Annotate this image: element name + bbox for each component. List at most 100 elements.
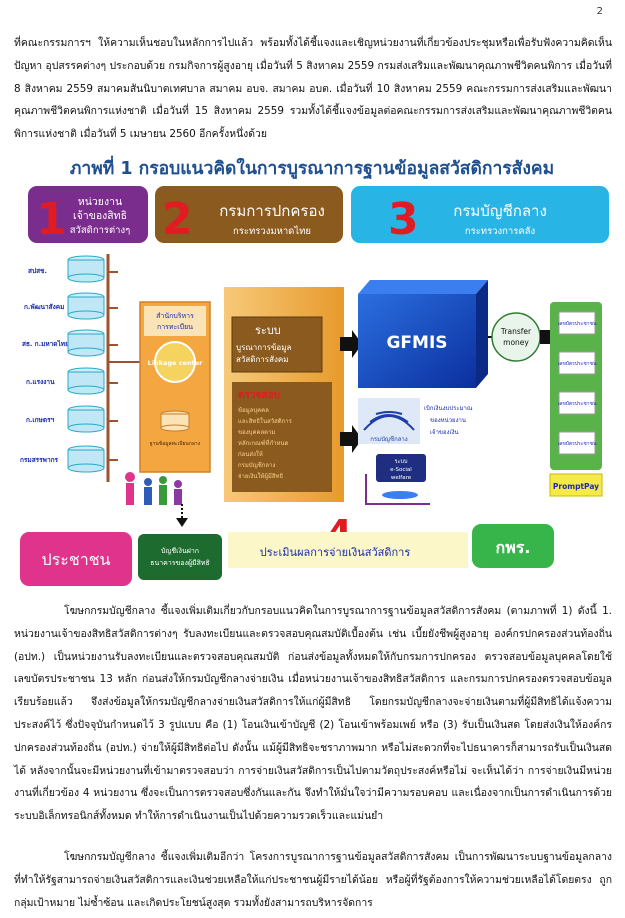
bus-connectors	[108, 271, 140, 461]
agency-nhso: สปสช.	[28, 267, 47, 275]
gfmis-cube-side	[476, 280, 488, 388]
check-line: ก่อนส่งให้	[238, 450, 263, 458]
kpr-box	[472, 524, 554, 568]
box1-agency	[28, 186, 148, 243]
agency-revenue: กรมสรรพากร	[20, 456, 59, 464]
eswelfare-line1: ระบบ	[395, 459, 408, 465]
seal-text: กรมบัญชีกลาง	[370, 435, 407, 443]
db-1	[67, 255, 105, 283]
account-card	[558, 431, 596, 455]
check-line: กรมบัญชีกลาง	[238, 461, 275, 469]
account-cards: เลขบัตรประชาชน เลขบัตรประชาชน เลขบัตรประ…	[558, 311, 597, 455]
db-4	[67, 367, 105, 395]
system-box	[231, 316, 323, 373]
check-title: ตรวจสอบ	[238, 390, 280, 401]
check-line: ของบุคคลตาม	[238, 429, 275, 436]
agency-databases	[67, 255, 105, 473]
paragraph-project: โฆษกกรมบัญชีกลาง ชี้แจงเพิ่มเติมอีกว่า โ…	[14, 851, 612, 909]
box1-line1: หน่วยงาน	[78, 196, 122, 208]
agency-social: ก.พัฒนาสังคม	[24, 303, 64, 311]
transfer-line2: money	[503, 338, 529, 347]
agency-health: สธ. ก.มหาดไทย	[22, 339, 69, 348]
account-card	[558, 351, 596, 375]
cash-note-1: ของหน่วยงาน	[430, 417, 466, 424]
evaluate-box	[228, 532, 468, 568]
figure-title: ภาพที่ 1 กรอบแนวคิดในการบูรณาการฐานข้อมู…	[70, 155, 554, 180]
account-card-label: เลขบัตรประชาชน	[558, 321, 597, 327]
box2-line1: กรมการปกครอง	[219, 202, 325, 220]
gfmis-label: GFMIS	[386, 333, 447, 353]
system-line2: บูรณาการข้อมูล	[236, 343, 291, 353]
db-2	[67, 292, 105, 320]
arrow-to-seal	[340, 425, 362, 453]
agency-agri: ก.เกษตรฯ	[26, 416, 55, 424]
bank-box	[138, 534, 222, 580]
box1-number: 1	[36, 194, 67, 245]
system-line1: ระบบ	[255, 324, 281, 337]
check-line: ข้อมูลบุคคล	[238, 407, 269, 414]
registry-db-icon	[160, 410, 190, 432]
box3-line1: กรมบัญชีกลาง	[453, 202, 547, 220]
box1-line3: สวัสดิการต่างๆ	[70, 225, 131, 236]
figure-canvas: ภาพที่ 1 กรอบแนวคิดในการบูรณาการฐานข้อมู…	[20, 155, 609, 586]
linkage-circle	[154, 341, 196, 383]
agency-labor: ก.แรงงาน	[26, 378, 55, 386]
people-icon	[125, 472, 182, 505]
registry-line2: การทะเบียน	[157, 323, 193, 331]
db-6	[67, 445, 105, 473]
eswelfare-line2: e-Social	[390, 467, 412, 473]
eswelfare-db-icon	[382, 491, 418, 499]
box3-line2: กระทรวงการคลัง	[465, 226, 535, 237]
transfer-line1: Transfer	[500, 327, 532, 336]
dotted-arrow-head	[176, 518, 188, 527]
paragraph-intro: ที่คณะกรรมการฯ ให้ความเห็นชอบในหลักการไป…	[14, 37, 612, 141]
agency-list: สปสช. ก.พัฒนาสังคม สธ. ก.มหาดไทย ก.แรงงา…	[20, 267, 69, 464]
account-card-label: เลขบัตรประชาชน	[558, 401, 597, 407]
page-number: 2	[596, 6, 603, 17]
registry-line1: สำนักบริหาร	[156, 312, 194, 320]
accounts-column	[550, 302, 602, 470]
arrow-to-gfmis	[340, 330, 362, 358]
seal-box	[358, 398, 420, 444]
transfer-circle	[491, 312, 541, 362]
linkage-label: Linkage center	[148, 359, 203, 367]
box3-cgd	[351, 186, 609, 243]
framework-figure: ภาพที่ 1 กรอบแนวคิดในการบูรณาการฐานข้อมู…	[10, 152, 615, 592]
db-3	[67, 329, 105, 357]
check-lines: ข้อมูลบุคคล และสิทธิในสวัสดิการ ของบุคคล…	[238, 407, 293, 480]
account-card	[558, 391, 596, 415]
check-line: และสิทธิในสวัสดิการ	[238, 417, 293, 425]
promptpay-label: PromptPay	[553, 482, 599, 491]
kpr-label: กพร.	[496, 538, 531, 557]
people-box	[20, 532, 132, 586]
evaluate-label: ประเมินผลการจ่ายเงินสวัสดิการ	[260, 546, 411, 559]
gfmis-cube-top	[358, 280, 488, 294]
eswelfare-box	[376, 454, 426, 482]
paragraph-framework: โฆษกกรมบัญชีกลาง ชี้แจงเพิ่มเติมเกี่ยวกั…	[14, 605, 612, 823]
evaluate-arrow	[365, 474, 430, 505]
cash-note-2: เจ้าของเงิน	[430, 429, 459, 436]
box2-number: 2	[162, 194, 193, 245]
check-line: หลักเกณฑ์ที่กำหนด	[238, 439, 289, 447]
db-5	[67, 405, 105, 433]
eswelfare-line3: welfare	[391, 475, 412, 481]
box2-dopa	[155, 186, 343, 243]
registry-db-label: ฐานข้อมูลทะเบียนกลาง	[150, 440, 201, 447]
check-box	[232, 382, 332, 492]
system-line3: สวัสดิการสังคม	[236, 355, 289, 364]
registry-header	[144, 306, 206, 336]
account-card-label: เลขบัตรประชาชน	[558, 441, 597, 447]
bank-line1: บัญชีเงินฝาก	[161, 547, 199, 555]
account-card-label: เลขบัตรประชาชน	[558, 361, 597, 367]
gfmis-cube-front	[358, 294, 476, 388]
account-card	[558, 311, 596, 335]
cash-note-0: เบิกเงินงบประมาณ	[424, 405, 473, 412]
seal-icon	[363, 411, 415, 431]
bank-line2: ธนาคารของผู้มีสิทธิ	[150, 559, 210, 567]
box3-number: 3	[388, 194, 419, 245]
people-label: ประชาชน	[42, 550, 111, 569]
box1-line2: เจ้าของสิทธิ	[73, 210, 127, 222]
check-line: จ่ายเงินให้ผู้มีสิทธิ	[238, 472, 283, 480]
promptpay-box	[549, 473, 603, 497]
box2-line2: กระทรวงมหาดไทย	[233, 225, 311, 237]
